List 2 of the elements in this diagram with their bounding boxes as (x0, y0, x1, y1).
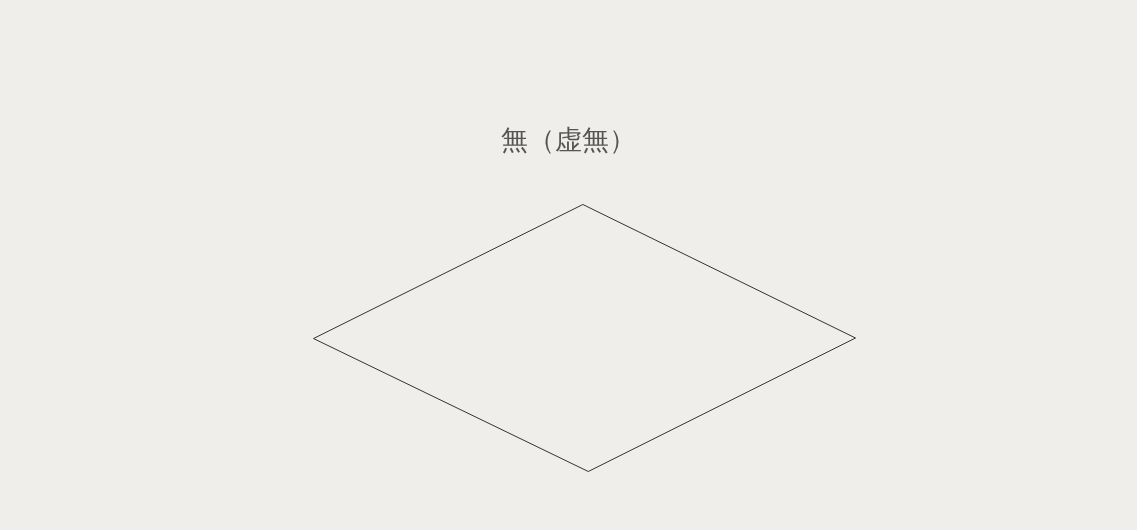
diamond-shape (313, 204, 856, 472)
title: 無（虚無） (501, 123, 636, 157)
